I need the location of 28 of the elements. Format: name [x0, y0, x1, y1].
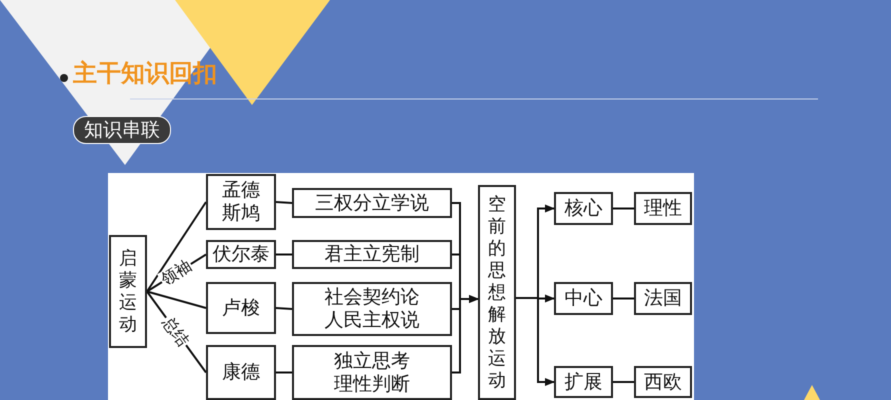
text-box: 法国 [634, 282, 692, 315]
connector-line [146, 290, 206, 309]
text-box: 卢梭 [206, 282, 276, 334]
text-box: 孟德斯鸠 [206, 174, 276, 230]
text-box: 伏尔泰 [206, 240, 276, 269]
text-box: 扩展 [554, 366, 613, 398]
connector-line [276, 307, 292, 310]
connector-line [613, 298, 634, 300]
topic-box: 启蒙运动 [109, 235, 147, 348]
connector-line [276, 372, 292, 374]
connector-line [613, 208, 634, 210]
text-box: 理性 [634, 192, 692, 225]
text-box: 君主立宪制 [292, 240, 452, 269]
text-box: 西欧 [634, 366, 692, 398]
text-box: 独立思考理性判断 [292, 345, 452, 400]
connector-line [276, 254, 292, 256]
arrow [452, 295, 479, 374]
text-box: 社会契约论人民主权说 [292, 282, 452, 336]
heading: 主干知识回扣 [73, 58, 217, 88]
text-box: 康德 [206, 345, 276, 400]
connector-line [146, 201, 207, 292]
result-box: 空前的思想解放运动 [478, 185, 516, 400]
text-box: 中心 [554, 282, 613, 315]
section-tag: 知识串联 [73, 116, 171, 144]
text-box: 核心 [554, 192, 613, 225]
text-box: 三权分立学说 [292, 188, 452, 218]
connector-line [613, 381, 634, 383]
connector-line [276, 201, 292, 204]
